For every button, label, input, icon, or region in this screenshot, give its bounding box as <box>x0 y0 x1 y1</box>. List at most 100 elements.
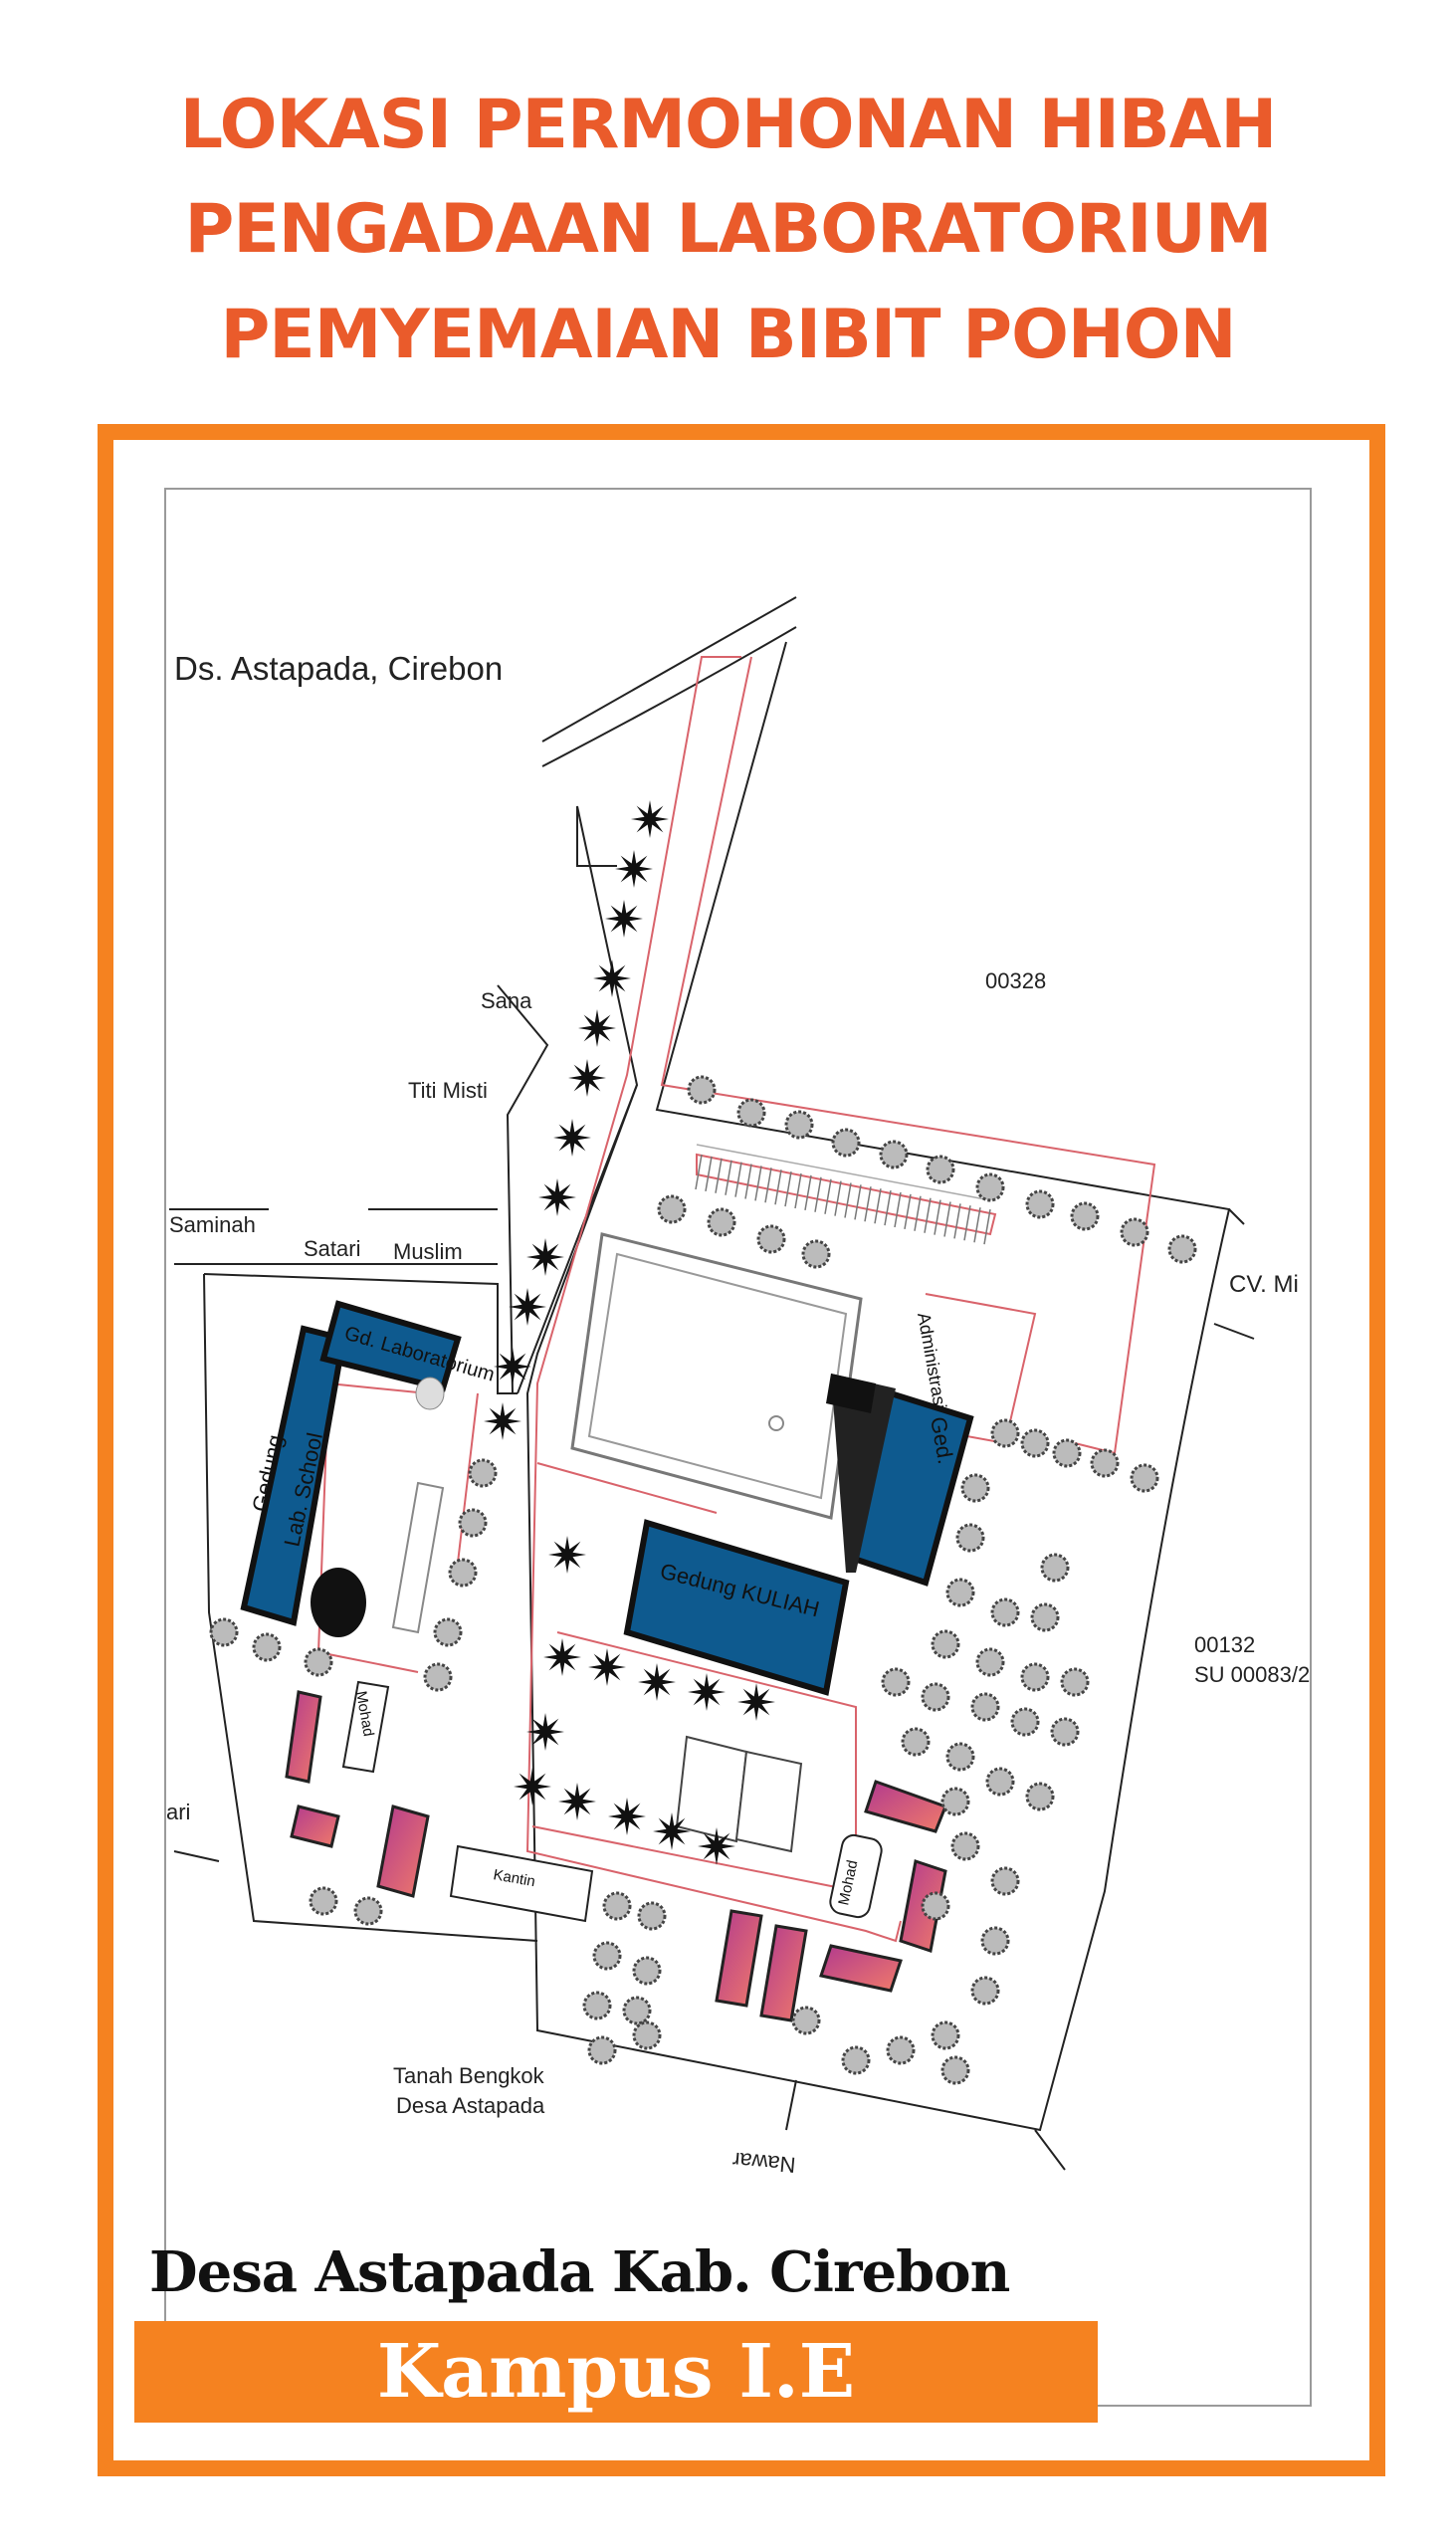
tree-icon <box>423 1662 453 1692</box>
tree-icon <box>252 1632 282 1662</box>
title-line-2: PENGADAAN LABORATORIUM <box>184 190 1273 269</box>
palm-tree-icon <box>558 1783 596 1820</box>
tree-icon <box>1052 1438 1082 1468</box>
tree-icon <box>209 1617 239 1647</box>
tree-icon <box>955 1523 985 1553</box>
dormitories <box>285 1690 947 2022</box>
tree-icon <box>970 1692 1000 1722</box>
tree-icon <box>901 1727 931 1757</box>
palm-tree-icon <box>514 1768 551 1805</box>
tree-icon <box>632 1956 662 1986</box>
tree-icon <box>637 1901 667 1931</box>
tree-icon <box>921 1891 950 1921</box>
palm-tree-icon <box>631 800 669 838</box>
road-curve <box>541 596 797 743</box>
tree-icon <box>657 1194 687 1224</box>
tree-icon <box>433 1617 463 1647</box>
neighbor-cv: CV. Mi <box>1229 1271 1299 1298</box>
palm-tree-icon <box>484 1402 521 1440</box>
tree-icon <box>879 1140 909 1169</box>
tree-icon <box>926 1155 955 1184</box>
palm-tree-icon <box>548 1536 586 1574</box>
tree-icon <box>960 1473 990 1503</box>
water-tower <box>311 1568 366 1637</box>
place-label: Ds. Astapada, Cirebon <box>174 650 503 687</box>
tree-icon <box>1030 1602 1060 1632</box>
neighbor-sana: Sana <box>481 988 532 1013</box>
tree-icon <box>985 1767 1015 1797</box>
tree-icon <box>1050 1717 1080 1747</box>
tree-icon <box>736 1098 766 1128</box>
tree-icon <box>784 1110 814 1140</box>
tree-icon <box>975 1172 1005 1202</box>
neighbor-titi-misti: Titi Misti <box>408 1078 488 1103</box>
palm-tree-icon <box>578 1009 616 1047</box>
tree-icon <box>886 2035 916 2065</box>
mohad-east <box>829 1833 883 1919</box>
palm-tree-icon <box>494 1348 531 1385</box>
palm-tree-icon <box>638 1663 676 1701</box>
tree-icon <box>458 1508 488 1538</box>
tree-icon <box>602 1891 632 1921</box>
building-kuliah <box>623 1519 850 1696</box>
tree-icon <box>632 2020 662 2050</box>
palm-tree-icon <box>688 1673 726 1711</box>
tree-icon <box>975 1647 1005 1677</box>
palm-tree-icon <box>608 1798 646 1835</box>
parcel-00328: 00328 <box>985 968 1046 993</box>
palm-tree-icon <box>526 1713 564 1751</box>
palm-tree-icon <box>538 1178 576 1216</box>
palm-tree-icon <box>615 850 653 888</box>
tree-icon <box>468 1458 498 1488</box>
tree-icon <box>980 1926 1010 1956</box>
palm-tree-icon <box>588 1648 626 1686</box>
tree-icon <box>990 1597 1020 1627</box>
map-frame <box>98 424 1385 2476</box>
tree-icon <box>707 1207 736 1237</box>
tree-icon <box>970 1976 1000 2006</box>
neighbor-nawar: Nawar <box>731 2147 797 2177</box>
palm-tree-icon <box>653 1812 691 1850</box>
field <box>570 1232 863 1520</box>
tree-icon <box>1025 1782 1055 1811</box>
neighbor-saminah: Saminah <box>169 1212 256 1237</box>
tanah-bengkok: Tanah Bengkok <box>393 2063 545 2088</box>
palm-tree-icon <box>593 959 631 997</box>
tree-icon <box>841 2045 871 2075</box>
neighbor-muslim: Muslim <box>393 1239 463 1264</box>
neighbor-ari: ari <box>166 1800 190 1824</box>
tree-icon <box>304 1647 333 1677</box>
tree-icon <box>945 1578 975 1607</box>
tree-icon <box>687 1075 717 1105</box>
palm-tree-icon <box>568 1059 606 1097</box>
site-boundary <box>525 641 1231 2132</box>
tree-icon <box>1120 1217 1149 1247</box>
label-adm-2: Administrasi <box>914 1311 950 1410</box>
tree-icon <box>831 1128 861 1158</box>
parcel-su: SU 00083/2 <box>1194 1662 1310 1687</box>
tree-icon <box>1020 1662 1050 1692</box>
title-line-1: LOKASI PERMOHONAN HIBAH <box>179 86 1278 164</box>
footer-desa: Desa Astapada Kab. Cirebon <box>149 2239 1010 2305</box>
tree-icon <box>921 1682 950 1712</box>
tree-icon <box>1167 1234 1197 1264</box>
tree-icon <box>1010 1707 1040 1737</box>
tree-icon <box>1020 1428 1050 1458</box>
tree-icon <box>592 1941 622 1971</box>
tree-icon <box>1130 1463 1159 1493</box>
tree-icon <box>353 1896 383 1926</box>
palm-tree-icon <box>553 1119 591 1157</box>
tree-icon <box>587 2035 617 2065</box>
tree-icon <box>990 1418 1020 1448</box>
tree-icon <box>940 1787 970 1816</box>
tree-icon <box>1070 1201 1100 1231</box>
desa-astapada-label: Desa Astapada <box>396 2093 545 2118</box>
palm-tree-icon <box>737 1683 775 1721</box>
tree-icon <box>791 2006 821 2035</box>
tree-icon <box>1090 1448 1120 1478</box>
kampus-label: Kampus I.E <box>376 2329 856 2415</box>
palm-tree-icon <box>526 1238 564 1276</box>
tree-icon <box>990 1866 1020 1896</box>
tree-icon <box>950 1831 980 1861</box>
